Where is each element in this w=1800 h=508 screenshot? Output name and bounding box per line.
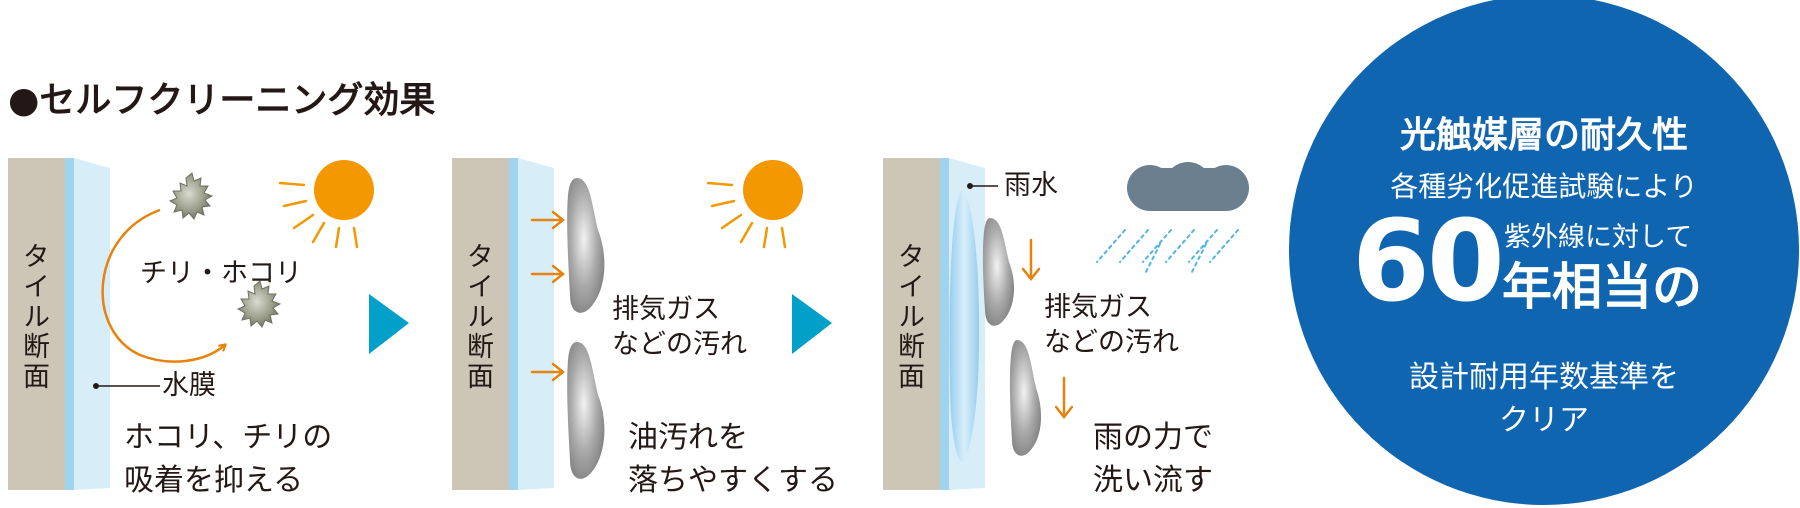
- label-line: 排気ガス: [612, 294, 720, 325]
- dirt-blob: [982, 218, 1015, 326]
- dirt-blob: [1009, 340, 1042, 456]
- sun-icon: [706, 160, 803, 249]
- tile-surface-line: [65, 158, 74, 490]
- cloud-icon: [1127, 162, 1249, 211]
- badge-big: 年相当の: [1502, 258, 1702, 316]
- bounce-arrow: [101, 208, 225, 363]
- badge-small: 紫外線に対して: [1504, 222, 1693, 253]
- fall-arrow: [1054, 376, 1074, 420]
- caption-line: 雨の力で: [1093, 420, 1213, 455]
- badge-line-2: 各種劣化促進試験により: [1390, 170, 1698, 203]
- play-arrow-icon: [369, 294, 409, 354]
- water-film-label: 水膜: [162, 370, 216, 401]
- badge-heading: 光触媒層の耐久性: [1399, 115, 1688, 156]
- dust-icon: [236, 280, 282, 328]
- dirt-blob: [567, 342, 605, 479]
- section-title: ●セルフクリーニング効果: [8, 80, 436, 121]
- tile-surface-line: [940, 158, 949, 490]
- penetrate-arrow: [530, 264, 566, 284]
- badge-line-5: クリア: [1499, 403, 1589, 438]
- rain-icon: [1096, 229, 1239, 273]
- caption-line: 落ちやすくする: [628, 462, 838, 498]
- label-line: などの汚れ: [612, 329, 747, 361]
- panel-2: [452, 158, 803, 490]
- tile-section: [8, 158, 65, 490]
- caption-line: 吸着を抑える: [124, 462, 304, 498]
- tile-section-label: タイル断面: [462, 242, 493, 392]
- dust-icon: [168, 172, 214, 220]
- tile-surface-line: [509, 158, 518, 490]
- penetrate-arrow: [530, 362, 566, 382]
- caption-line: 洗い流す: [1093, 462, 1213, 498]
- label-line: などの汚れ: [1044, 327, 1179, 359]
- water-film: [518, 158, 554, 490]
- dirt-blob: [567, 178, 605, 313]
- exhaust-dirt-label: 排気ガス などの汚れ: [612, 292, 747, 362]
- panel-2-caption: 油汚れを 落ちやすくする: [628, 417, 838, 502]
- badge-line-4: 設計耐用年数基準を: [1409, 360, 1679, 395]
- play-arrow-icon: [792, 294, 832, 354]
- tile-section-label: タイル断面: [893, 242, 924, 392]
- exhaust-dirt-label: 排気ガス などの汚れ: [1044, 290, 1179, 360]
- rain-water-label: 雨水: [1004, 170, 1058, 201]
- water-film: [74, 158, 110, 490]
- tile-section-label: タイル断面: [18, 242, 49, 392]
- panel-1: [8, 158, 374, 490]
- panel-3: [883, 158, 1249, 490]
- rain-water-drop: [949, 190, 980, 462]
- leader-dot: [967, 183, 973, 189]
- penetrate-arrow: [530, 210, 566, 230]
- tile-section: [452, 158, 509, 490]
- fall-arrow: [1021, 238, 1041, 282]
- sun-icon: [278, 160, 374, 249]
- panel-3-caption: 雨の力で 洗い流す: [1093, 417, 1213, 502]
- caption-line: ホコリ、チリの: [124, 420, 333, 455]
- badge-number: 60: [1352, 197, 1505, 327]
- tile-section: [883, 158, 940, 490]
- dust-label: チリ・ホコリ: [140, 258, 302, 289]
- caption-line: 油汚れを: [628, 420, 748, 455]
- label-line: 排気ガス: [1044, 292, 1152, 323]
- panel-1-caption: ホコリ、チリの 吸着を抑える: [124, 417, 332, 502]
- durability-badge: [1289, 0, 1799, 505]
- leader-dot: [93, 383, 99, 389]
